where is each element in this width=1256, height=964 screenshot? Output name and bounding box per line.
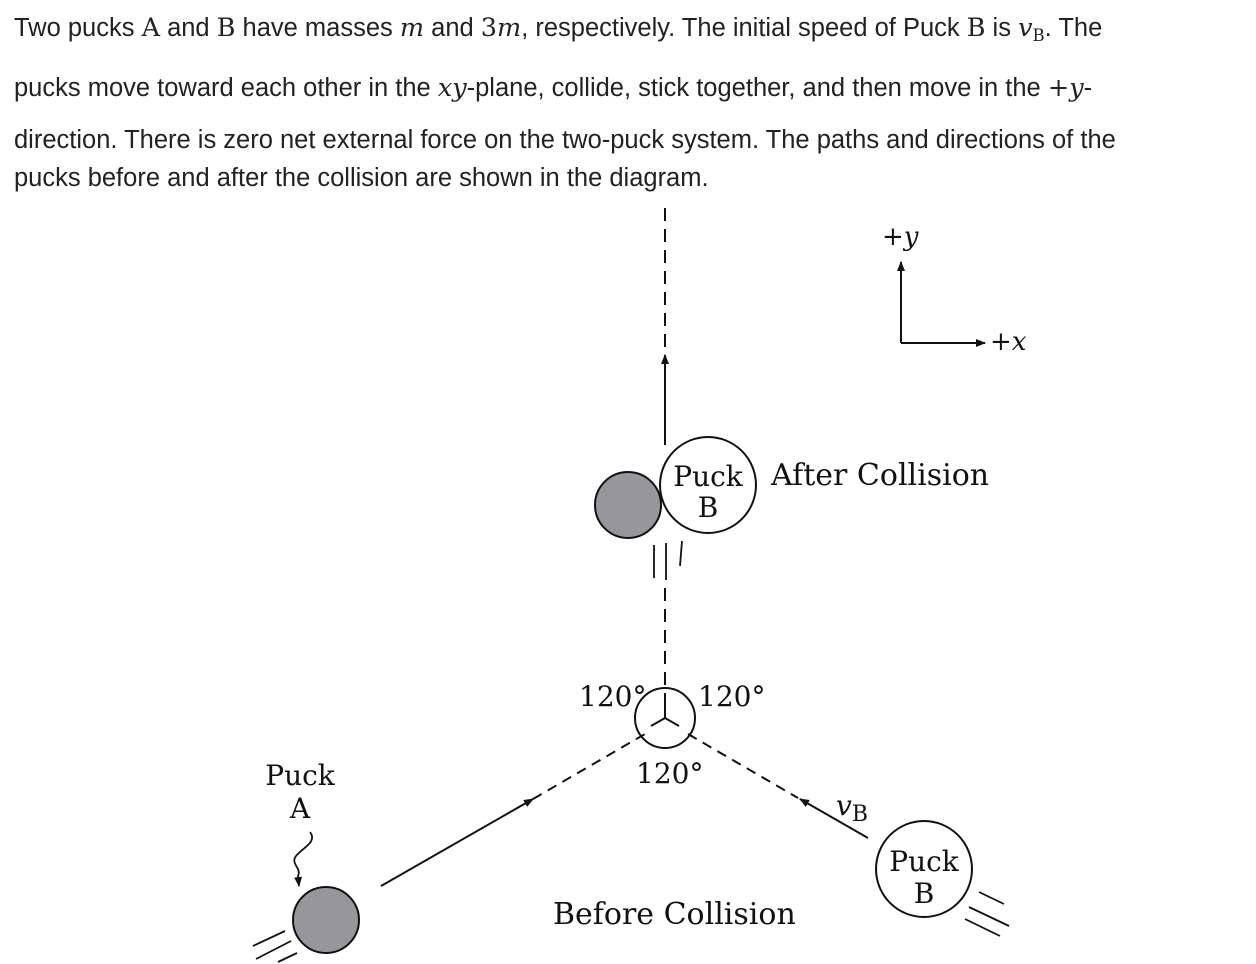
spoke-right (664, 717, 680, 727)
puck-a-motion-lines (252, 930, 298, 963)
velocity-sub: B (852, 802, 868, 827)
velocity-var: v (836, 789, 852, 822)
after-puck-b-label-line2: B (698, 491, 719, 524)
text-segment: , respectively. The initial speed of Puc… (521, 14, 967, 42)
puck-a-before-group: Puck A (252, 733, 646, 963)
math-var: y (1069, 73, 1084, 103)
text-segment: and (424, 14, 481, 42)
puck-a-label-line2: A (289, 792, 311, 825)
puck-b-motion-lines (964, 891, 1010, 937)
after-puck-b (659, 436, 757, 534)
math-var: v (1018, 13, 1033, 43)
text-segment: -plane, collide, stick together, and the… (466, 74, 1048, 102)
puck-b-before-group: vB Puck B Before Collision (553, 733, 1010, 937)
math-sub: B (1032, 25, 1045, 45)
math-mass-b: 3m (481, 13, 521, 43)
text-segment: is (985, 14, 1019, 42)
puck-a-velocity-arrow (380, 798, 534, 887)
motion-line (964, 918, 1001, 937)
math-speed: vB (1018, 13, 1045, 45)
collision-spokes (650, 703, 680, 727)
after-collision-label: After Collision (770, 458, 989, 493)
puck-b-velocity-arrow (799, 798, 869, 839)
x-axis-label: +x (990, 327, 1027, 357)
spoke-left (650, 717, 666, 727)
math-sign: + (1047, 73, 1070, 103)
motion-line (277, 952, 298, 963)
math-coef: 3 (480, 13, 497, 43)
angle-bottom-label: 120° (636, 757, 703, 790)
collision-point-group: 120° 120° 120° (579, 680, 765, 790)
before-puck-b-label-line1: Puck (889, 845, 960, 878)
puck-a-before (292, 886, 360, 954)
motion-line (252, 930, 286, 947)
motion-line (255, 940, 292, 960)
after-collision-group: Puck B After Collision (594, 436, 989, 580)
text-segment: pucks move toward each other in the (14, 74, 438, 102)
text-segment: have masses (235, 14, 400, 42)
before-puck-b (875, 820, 973, 918)
y-axis-label: +y (882, 222, 919, 252)
problem-line-2: pucks move toward each other in the xy-p… (14, 70, 1092, 106)
math-var: m (399, 13, 425, 43)
text-segment: . The (1044, 14, 1103, 42)
math-speed-puck: B (966, 13, 986, 43)
puck-a-label-line1: Puck (265, 759, 336, 792)
math-mass-a: m (400, 13, 424, 43)
math-plane: xy (438, 73, 467, 103)
math-direction: +y (1048, 73, 1084, 103)
angle-right-label: 120° (698, 680, 765, 713)
math-var: m (497, 13, 522, 43)
puck-a-pointer (293, 831, 313, 887)
velocity-label: vB (836, 789, 868, 827)
after-puck-b-label-line1: Puck (673, 460, 744, 493)
puck-b-dashed-path (687, 733, 799, 799)
problem-line-4: pucks before and after the collision are… (14, 164, 709, 192)
motion-line (679, 540, 683, 567)
after-motion-lines (653, 540, 683, 580)
text-segment: and (159, 14, 217, 42)
before-puck-b-label-line2: B (914, 877, 935, 910)
problem-line-3: direction. There is zero net external fo… (14, 126, 1116, 154)
math-puck-a: A (141, 13, 160, 43)
problem-line-1: Two pucks A and B have masses m and 3m, … (14, 10, 1102, 54)
puck-a-dashed-path (532, 733, 646, 800)
angle-left-label: 120° (579, 680, 646, 713)
text-segment: - (1083, 74, 1093, 102)
before-collision-label: Before Collision (553, 897, 796, 932)
motion-line (968, 906, 1010, 927)
text-segment: Two pucks (14, 14, 142, 42)
collision-circle (634, 687, 696, 749)
after-puck-a (594, 471, 662, 539)
math-puck-b: B (216, 13, 236, 43)
math-var: xy (437, 73, 467, 103)
axes-indicator (897, 261, 986, 347)
motion-line (978, 891, 1005, 905)
